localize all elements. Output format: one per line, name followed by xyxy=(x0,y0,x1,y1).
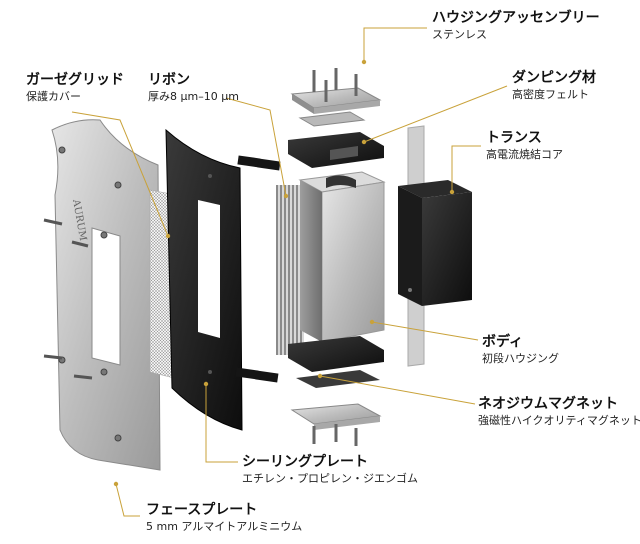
label-gauze-sub: 保護カバー xyxy=(26,89,81,103)
label-housing-assembly: ハウジングアッセンブリー ステンレス xyxy=(432,10,600,41)
label-ribbon-title: リボン xyxy=(148,72,190,88)
leader-face xyxy=(115,483,140,517)
label-sealing-title: シーリングプレート xyxy=(242,454,368,470)
label-ribbon: リボン 厚み8 µm–10 µm xyxy=(148,72,239,103)
housing-assembly-bottom xyxy=(290,403,382,446)
leader-housing xyxy=(363,27,427,62)
label-face-sub: 5 mm アルマイトアルミニウム xyxy=(146,519,303,533)
leader-damping xyxy=(363,85,508,143)
label-transformer: トランス 高電流焼結コア xyxy=(486,130,563,161)
label-gauze-title: ガーゼグリッド xyxy=(26,72,124,88)
housing-bolts-bottom xyxy=(312,424,358,446)
housing-bolts-top xyxy=(312,68,358,102)
damping-felt-top xyxy=(288,132,384,168)
label-face-plate: フェースプレート 5 mm アルマイトアルミニウム xyxy=(146,502,302,533)
leader-sealing xyxy=(205,384,238,463)
label-face-title: フェースプレート xyxy=(146,502,258,518)
leader-dots xyxy=(113,59,455,487)
label-magnet: ネオジウムマグネット 強磁性ハイクオリティマグネット xyxy=(478,396,640,427)
body-housing xyxy=(298,171,386,343)
label-body-title: ボディ xyxy=(482,334,524,350)
leader-ribbon xyxy=(225,97,287,197)
transformer xyxy=(398,125,472,367)
label-sealing-plate: シーリングプレート エチレン・プロピレン・ジエンゴム xyxy=(242,454,418,485)
label-housing-title: ハウジングアッセンブリー xyxy=(432,10,600,26)
label-magnet-title: ネオジウムマグネット xyxy=(478,396,618,412)
label-trans-sub: 高電流焼結コア xyxy=(486,147,563,161)
housing-assembly-top xyxy=(290,68,382,127)
face-plate-bolts xyxy=(43,218,93,380)
label-damping-title: ダンピング材 xyxy=(512,70,596,86)
leader-gauze xyxy=(71,111,169,237)
leader-body xyxy=(371,321,479,341)
label-body-sub: 初段ハウジング xyxy=(482,351,559,365)
sealing-plates xyxy=(235,155,281,383)
ribbon-frame xyxy=(165,128,243,431)
damping-felt-bottom xyxy=(288,336,384,388)
label-gauze-grid: ガーゼグリッド 保護カバー xyxy=(26,72,124,103)
face-plate: AURUM xyxy=(43,119,161,471)
ribbon-fins xyxy=(276,185,304,355)
leader-lines xyxy=(71,27,508,517)
label-ribbon-sub: 厚み8 µm–10 µm xyxy=(148,89,239,103)
leader-trans xyxy=(451,145,481,192)
label-damping-sub: 高密度フェルト xyxy=(512,87,589,101)
label-trans-title: トランス xyxy=(486,130,542,146)
leader-magnet xyxy=(319,375,476,405)
label-magnet-sub: 強磁性ハイクオリティマグネット xyxy=(478,413,640,427)
label-housing-sub: ステンレス xyxy=(432,27,487,41)
face-plate-screws xyxy=(58,146,122,442)
label-body: ボディ 初段ハウジング xyxy=(482,334,559,365)
label-damping: ダンピング材 高密度フェルト xyxy=(512,70,596,101)
label-sealing-sub: エチレン・プロピレン・ジエンゴム xyxy=(242,471,418,485)
